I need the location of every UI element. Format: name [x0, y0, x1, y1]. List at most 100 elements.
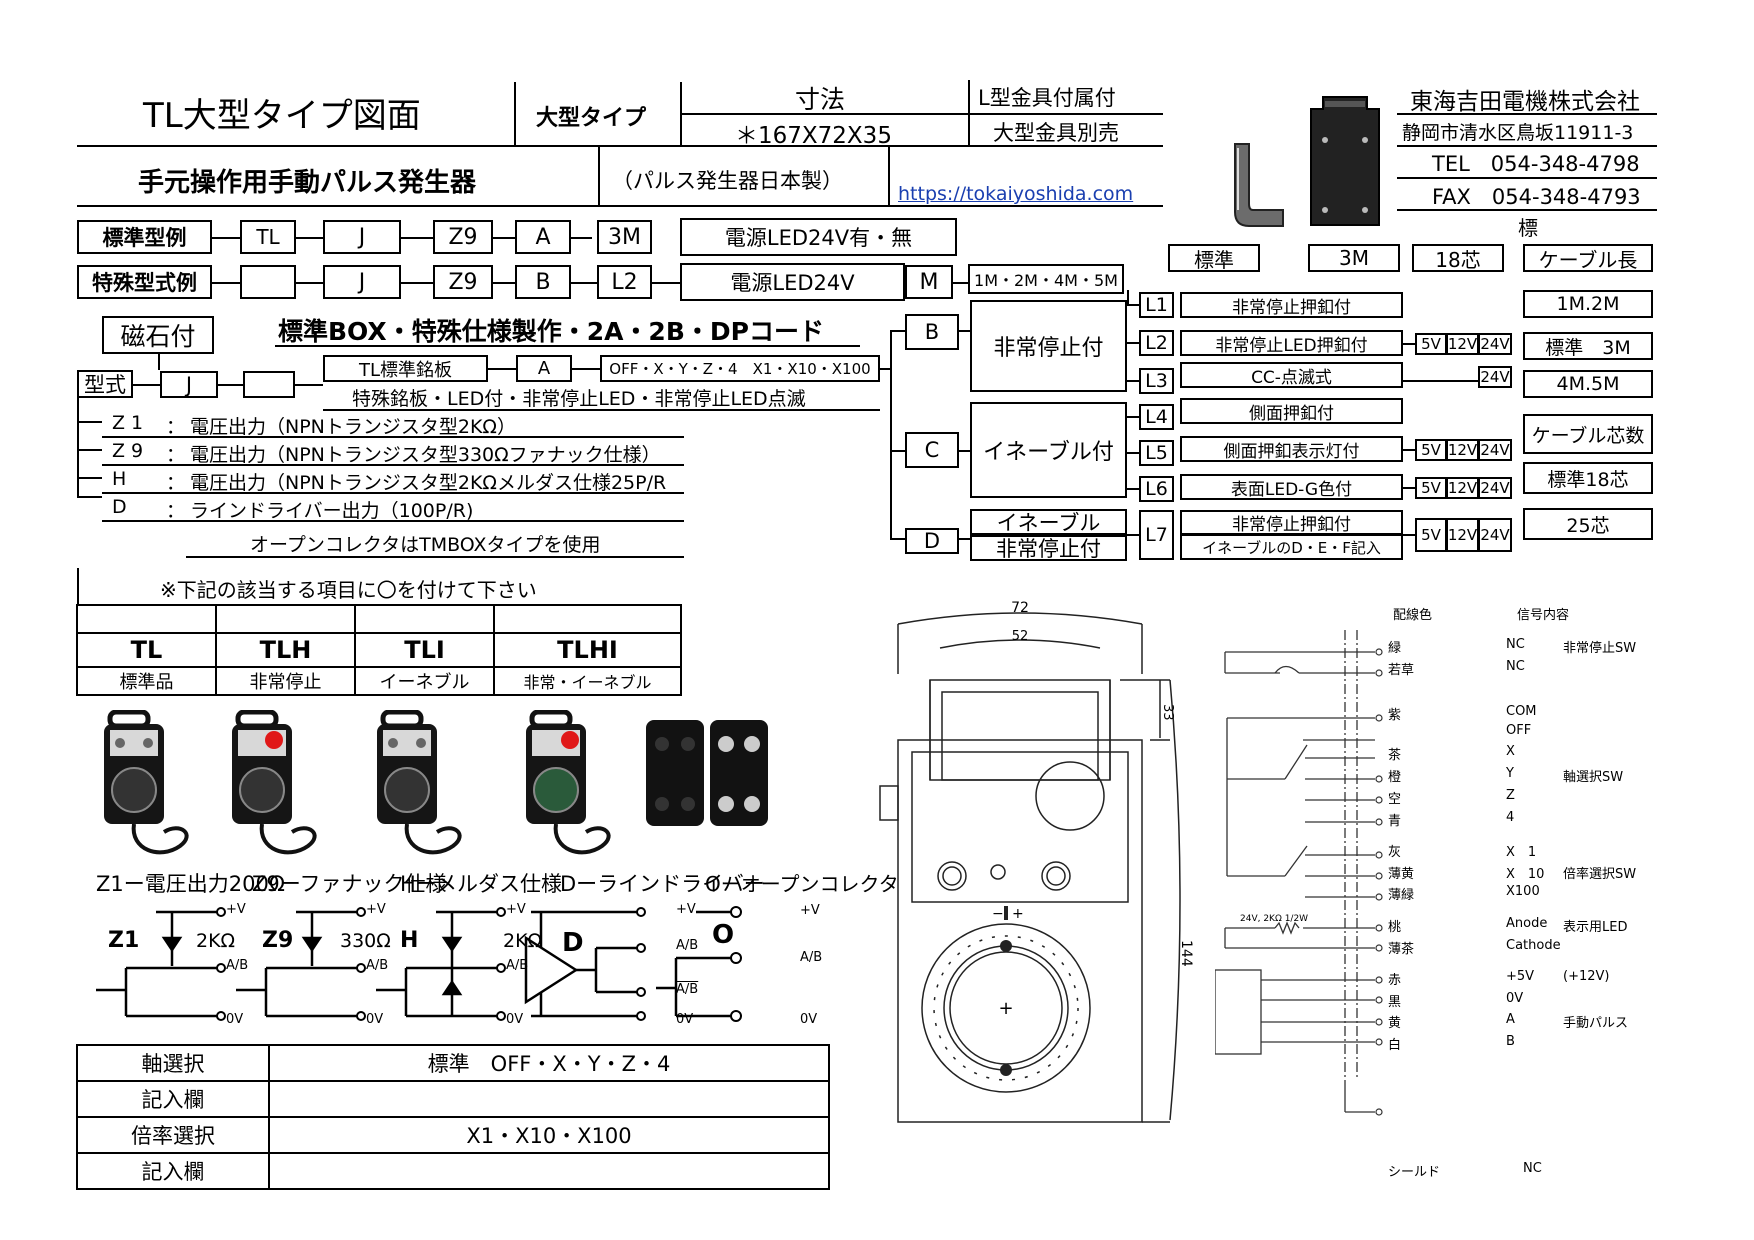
cable-cores-25: 25芯: [1523, 508, 1653, 540]
option-l2-12v: 12V: [1446, 333, 1479, 355]
large-bracket-image: [1310, 96, 1380, 226]
wire-color: 紫: [1388, 708, 1402, 723]
divider: [1397, 113, 1657, 115]
connector: [1127, 534, 1139, 536]
cable-length-1m2m: 1M.2M: [1523, 290, 1653, 318]
company-website-link[interactable]: https://tokaiyoshida.com: [898, 183, 1134, 205]
select-cell-tl[interactable]: [76, 604, 217, 634]
output-row-h: H ： 電圧出力（NPNトランジスタ型2KΩメルダス仕様25P/R: [102, 466, 684, 492]
select-cell-tlhi[interactable]: [493, 604, 682, 634]
wire-signal: +5V: [1506, 969, 1535, 984]
option-l6-12v: 12V: [1446, 477, 1479, 499]
company-fax: FAX 054-348-4793: [1432, 185, 1641, 209]
option-l7-12v: 12V: [1446, 518, 1479, 552]
circuit-code-z9: Z9: [262, 928, 294, 953]
wire-color: 赤: [1388, 973, 1402, 988]
divider: [1397, 177, 1657, 179]
select-cell-tli[interactable]: [354, 604, 495, 634]
wire-signal: Anode: [1506, 916, 1548, 931]
dial-center-mark: +: [998, 998, 1013, 1019]
header-rule: [77, 145, 1163, 147]
product-photo-tli: [377, 710, 462, 855]
axis-magnification-spec: OFF・X・Y・Z・4 X1・X10・X100: [600, 355, 880, 382]
connector: [295, 384, 321, 386]
option-l3-24v: 24V: [1478, 366, 1512, 388]
model-type-label: 型式: [77, 370, 133, 398]
label-0v: 0V: [366, 1012, 384, 1027]
output-code-h: H: [112, 468, 127, 490]
circuit-code-d: D: [562, 928, 584, 958]
connector: [1127, 290, 1129, 304]
resistor-h: 2KΩ: [503, 930, 543, 952]
wire-color: 黄: [1388, 1016, 1402, 1031]
magnification-entry-field[interactable]: [268, 1152, 830, 1190]
dim-height-144: 144: [1178, 940, 1194, 967]
axis-select-value: 標準 OFF・X・Y・Z・4: [268, 1044, 830, 1082]
connector: [1127, 342, 1139, 344]
label-0v: 0V: [800, 1012, 818, 1027]
wire-signal: COM: [1506, 704, 1537, 719]
wire-signal: A: [1506, 1012, 1515, 1027]
wiring-signal-heading: 信号内容: [1517, 608, 1570, 623]
cable-standard-length: 3M: [1308, 244, 1400, 272]
std-code-series: TL: [240, 220, 296, 254]
option-d-desc1: イネーブル: [970, 509, 1127, 535]
select-cell-tlh[interactable]: [215, 604, 356, 634]
option-l7-24v: 24V: [1478, 518, 1512, 552]
option-l4-desc: 側面押釦付: [1180, 398, 1403, 424]
connector: [1127, 416, 1139, 418]
open-collector-note: オープンコレクタはTMBOXタイプを使用: [250, 534, 601, 556]
connector: [890, 330, 892, 538]
wire-color: 若草: [1388, 663, 1415, 678]
std-code-option: A: [515, 220, 571, 254]
wire-color: 灰: [1388, 845, 1402, 860]
selection-instruction: ※下記の該当する項目に〇を付けて下さい: [160, 578, 537, 602]
connector: [77, 421, 102, 423]
nameplate-a: A: [516, 355, 572, 382]
connector: [77, 496, 102, 498]
connector: [77, 449, 102, 451]
circuit-code-h: H: [400, 928, 419, 953]
wire-color: 茶: [1388, 748, 1402, 763]
connector: [1403, 534, 1415, 536]
circuit-header-o: Oーオープンコレクタ: [705, 872, 899, 896]
output-code-z9: Z 9: [112, 440, 144, 462]
model-tli: TLI: [354, 632, 495, 668]
connector: [275, 345, 860, 347]
option-l6-5v: 5V: [1415, 477, 1447, 499]
connector: [890, 538, 905, 540]
output-desc-z9: 電圧出力（NPNトランジスタ型330Ωファナック仕様）: [190, 444, 661, 466]
dim-width-72: 72: [1011, 600, 1029, 616]
dimension-value: ＊167X72X35: [735, 123, 892, 149]
cable-cores-label: ケーブル芯数: [1523, 414, 1653, 454]
special-code-option: B: [515, 265, 571, 299]
product-subtitle: 手元操作用手動パルス発生器: [138, 168, 477, 198]
option-l7-5v: 5V: [1415, 518, 1447, 552]
magnification-select-value: X1・X10・X100: [268, 1116, 830, 1154]
circuit-code-o: O: [712, 920, 735, 950]
wire-color: 白: [1388, 1038, 1402, 1053]
label-ab: A/B: [800, 950, 823, 965]
wire-signal: Cathode: [1506, 938, 1561, 953]
output-code-d: D: [112, 496, 127, 518]
cable-heading-char: 標: [1518, 216, 1538, 240]
wire-function: 表示用LED: [1563, 920, 1628, 935]
special-code-output: Z9: [433, 265, 493, 299]
option-l7-desc2: イネーブルのD・E・F記入: [1180, 534, 1403, 560]
model-tlh-desc: 非常停止: [215, 666, 356, 696]
axis-entry-field[interactable]: [268, 1080, 830, 1118]
label-ab: A/B: [506, 958, 529, 973]
wire-function: 軸選択SW: [1563, 770, 1624, 785]
special-code-length: L2: [597, 265, 652, 299]
connector: [890, 330, 905, 332]
wire-function: 非常停止SW: [1563, 641, 1637, 656]
header-rule: [77, 205, 1163, 207]
maker-note: （パルス発生器日本製）: [612, 169, 843, 193]
option-l2-desc: 非常停止LED押釦付: [1180, 330, 1403, 356]
connector: [1127, 488, 1139, 490]
label-ab: A/B: [366, 958, 389, 973]
dimension-label: 寸法: [795, 85, 846, 114]
connector: [959, 538, 971, 540]
label-ab: A/B: [676, 938, 699, 953]
option-l1-desc: 非常停止押釦付: [1180, 292, 1403, 318]
